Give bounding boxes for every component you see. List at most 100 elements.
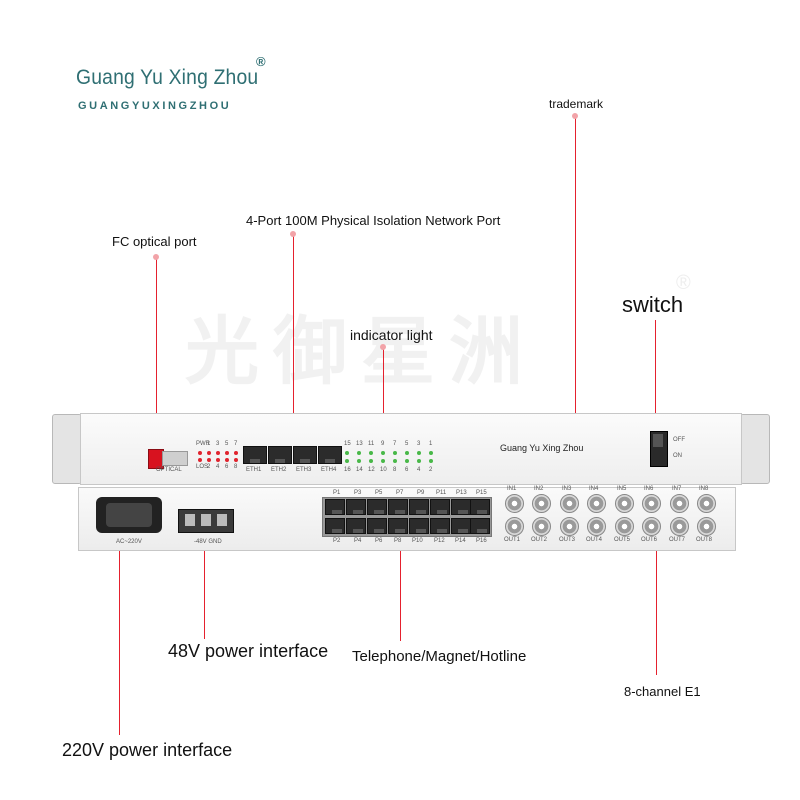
phone-label-bottom: P4 [354,538,362,544]
watermark-text: 光御星洲 [185,309,537,395]
phone-label-top: P11 [436,490,447,496]
dc-terminal-block[interactable] [178,509,234,533]
callout-48v: 48V power interface [168,641,329,661]
leader-network-port [293,234,294,446]
channel-num-low: 14 [356,467,363,473]
phone-port[interactable] [451,499,471,515]
callout-indicator: indicator light [350,327,433,343]
leader-dot [380,344,386,350]
pwr-led [198,451,202,455]
phone-port[interactable] [409,518,429,534]
eth-label: ETH4 [321,467,337,473]
phone-label-bottom: P6 [375,538,383,544]
e1-in-label: IN3 [562,486,572,492]
channel-num-low: 8 [393,467,397,473]
terminal-hole [201,514,211,526]
channel-num-low: 12 [368,467,375,473]
channel-num-low: 2 [429,467,433,473]
channel-led [393,459,397,463]
leader-trademark [575,116,576,434]
e1-in-label: IN2 [534,486,544,492]
e1-in-bnc[interactable] [505,494,524,513]
ac-socket-inner [106,503,152,527]
switch-rocker [653,434,663,447]
phone-port[interactable] [388,518,408,534]
phone-label-bottom: P2 [333,538,341,544]
e1-in-bnc[interactable] [587,494,606,513]
e1-in-bnc[interactable] [670,494,689,513]
los-led [198,458,202,462]
phone-label-top: P9 [417,490,425,496]
switch-on-label: ON [673,453,682,459]
phone-port[interactable] [470,518,490,534]
e1-out-bnc[interactable] [642,517,661,536]
phone-port[interactable] [451,518,471,534]
eth-label: ETH3 [296,467,312,473]
los-led [225,458,229,462]
e1-out-label: OUT5 [614,537,631,543]
e1-in-bnc[interactable] [560,494,579,513]
phone-port[interactable] [346,499,366,515]
brand-logo-text: Guang Yu Xing Zhou [76,66,259,89]
phone-label-bottom: P10 [412,538,423,544]
e1-in-bnc[interactable] [697,494,716,513]
phone-label-top: P5 [375,490,383,496]
e1-out-bnc[interactable] [587,517,606,536]
eth-port-4[interactable] [318,446,342,464]
e1-out-bnc[interactable] [697,517,716,536]
leader-48v [204,543,205,639]
phone-port[interactable] [325,518,345,534]
e1-in-bnc[interactable] [642,494,661,513]
eth-port-2[interactable] [268,446,292,464]
eth-port-1[interactable] [243,446,267,464]
channel-led [429,459,433,463]
dc-label: -48V GND [194,539,222,545]
terminal-hole [185,514,195,526]
leader-fc-optical [156,257,157,451]
phone-port[interactable] [325,499,345,515]
e1-out-bnc[interactable] [670,517,689,536]
phone-port[interactable] [367,499,387,515]
rack-ear-right [740,414,770,484]
e1-in-bnc[interactable] [532,494,551,513]
callout-fc-optical: FC optical port [112,234,197,249]
channel-led [417,459,421,463]
channel-led [417,451,421,455]
los-num: 8 [234,464,238,470]
phone-label-top: P3 [354,490,362,496]
leader-dot [153,254,159,260]
phone-label-bottom: P12 [434,538,445,544]
eth-port-3[interactable] [293,446,317,464]
callout-telephone: Telephone/Magnet/Hotline [352,648,527,665]
callout-trademark: trademark [549,97,604,111]
callout-220v: 220V power interface [62,740,233,760]
phone-label-bottom: P16 [476,538,487,544]
phone-port[interactable] [470,499,490,515]
pwr-label: PWR [196,441,210,447]
phone-port[interactable] [430,518,450,534]
e1-out-bnc[interactable] [505,517,524,536]
phone-port[interactable] [409,499,429,515]
e1-out-label: OUT3 [559,537,576,543]
channel-num-low: 10 [380,467,387,473]
pwr-num: 3 [216,441,220,447]
e1-out-bnc[interactable] [532,517,551,536]
pwr-led [216,451,220,455]
e1-in-bnc[interactable] [615,494,634,513]
channel-led [381,451,385,455]
leader-dot [572,113,578,119]
e1-out-bnc[interactable] [560,517,579,536]
e1-out-bnc[interactable] [615,517,634,536]
pwr-num: 7 [234,441,238,447]
phone-port[interactable] [346,518,366,534]
los-led [234,458,238,462]
callout-e1: 8-channel E1 [624,684,701,699]
e1-in-label: IN6 [644,486,654,492]
leader-switch [655,320,656,434]
phone-port[interactable] [388,499,408,515]
leader-220v [119,545,120,735]
channel-num: 15 [344,441,351,447]
phone-port[interactable] [430,499,450,515]
phone-port[interactable] [367,518,387,534]
leader-telephone [400,545,401,641]
